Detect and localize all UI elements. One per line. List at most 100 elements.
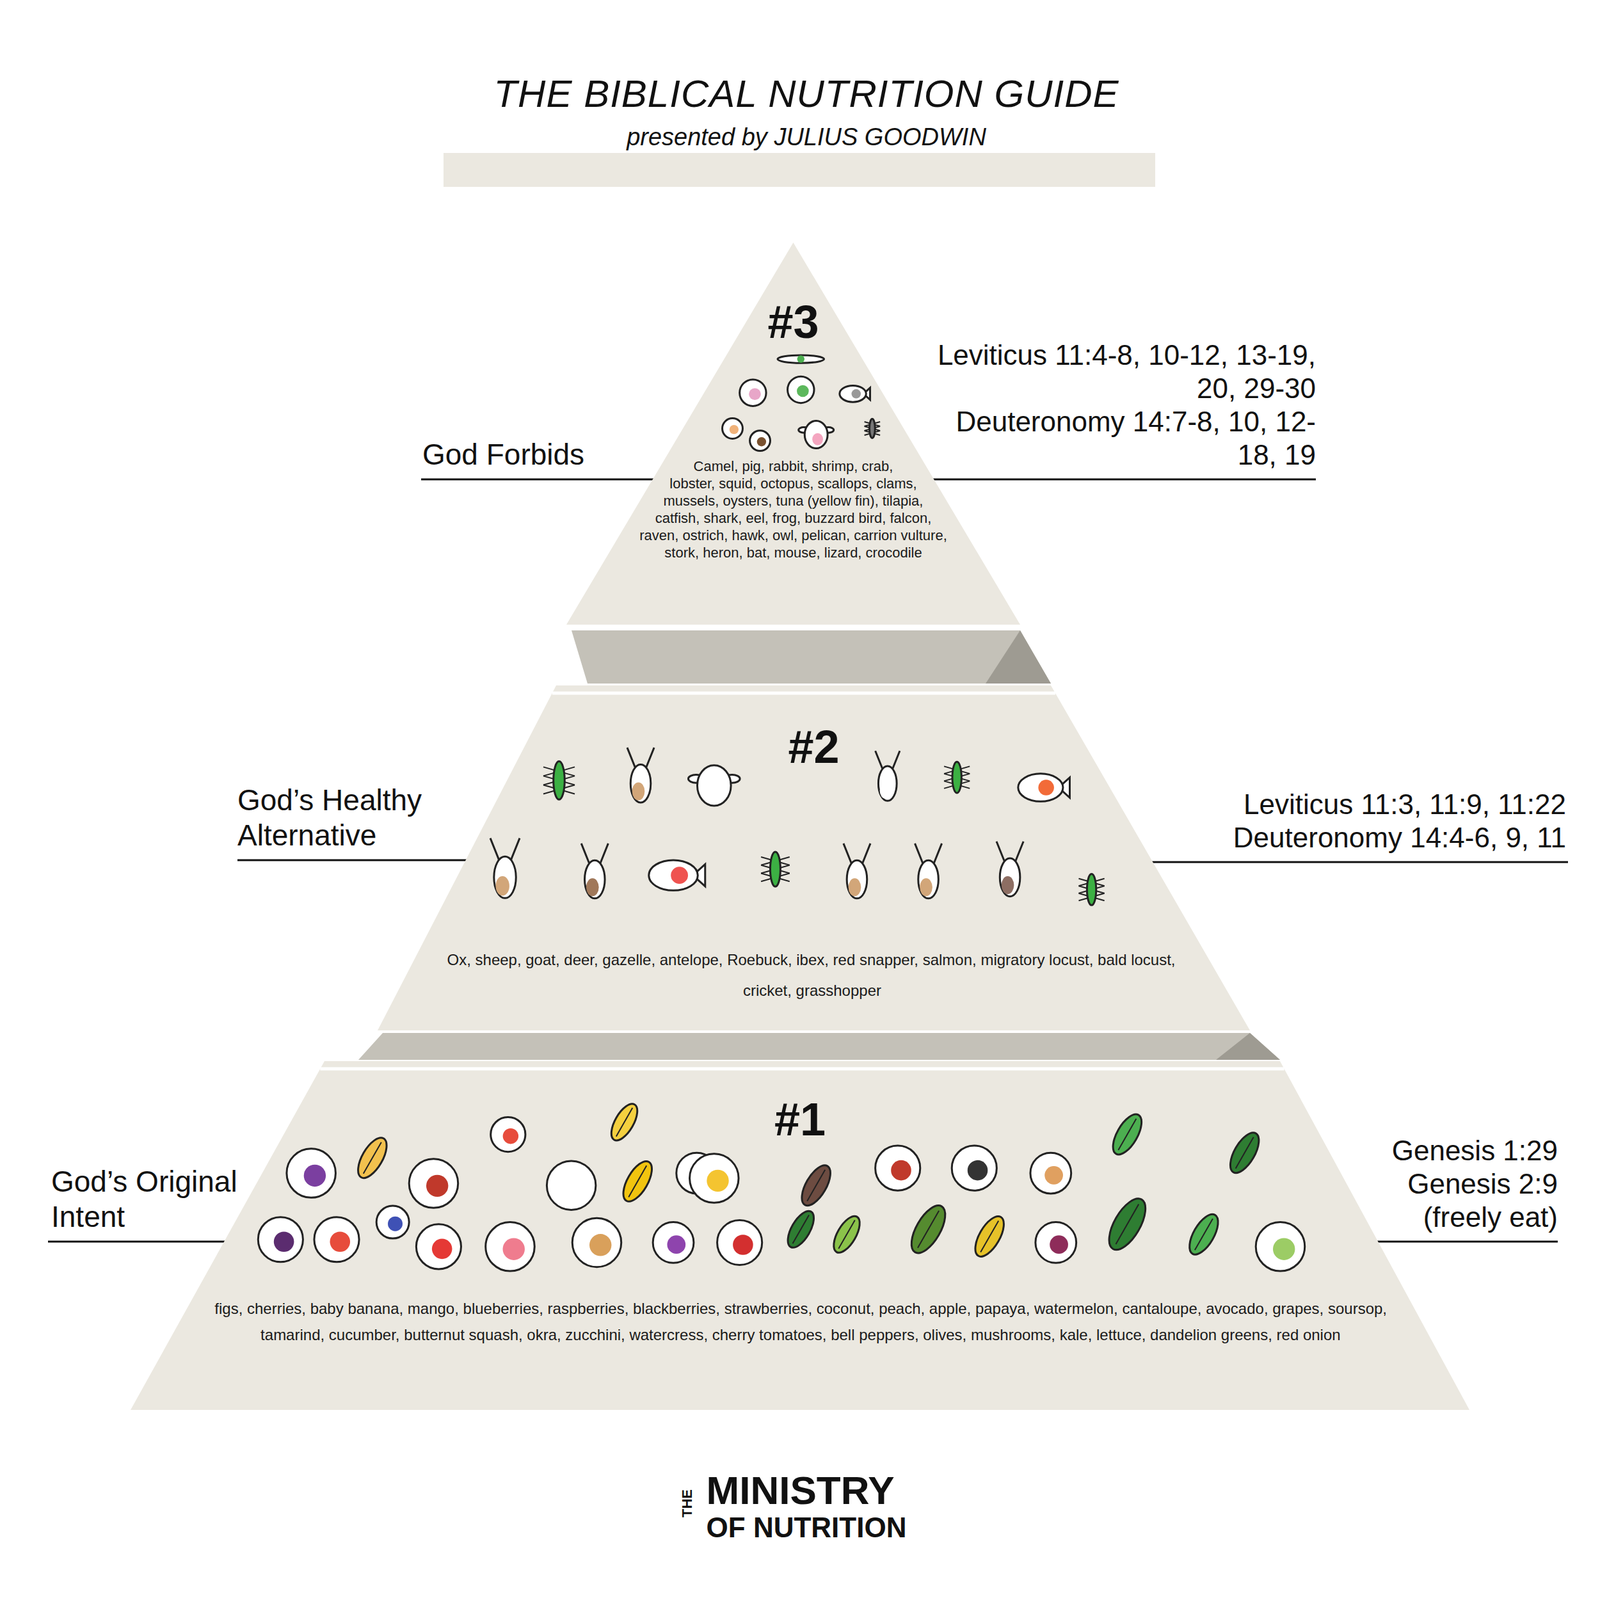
icon-part	[880, 782, 892, 800]
heading-wrap: #3	[566, 298, 1021, 345]
heading-wrap: #1	[130, 1096, 1470, 1143]
icon-part	[1235, 1137, 1254, 1169]
icon-part	[616, 1107, 633, 1137]
edge-float	[130, 1295, 214, 1405]
icon-part	[878, 766, 897, 801]
icon-part	[273, 1231, 295, 1252]
icon-part	[689, 1153, 740, 1204]
icon-part	[807, 1169, 825, 1202]
icon-part	[1224, 1128, 1264, 1178]
food-icons	[722, 355, 881, 452]
icon-part	[1194, 1218, 1213, 1250]
tier-rim	[320, 1067, 1284, 1071]
icon-part	[748, 387, 761, 400]
icon-part	[999, 858, 1021, 897]
label-group: God’s Healthy Alternative	[237, 782, 456, 853]
icon-part	[563, 1176, 586, 1199]
tier-shadow	[985, 630, 1051, 684]
icon-part	[329, 1231, 351, 1252]
side-label: God Forbids	[422, 437, 585, 472]
icon-part	[732, 1234, 754, 1256]
icon-part	[890, 1160, 912, 1181]
label-group: Genesis 1:29Genesis 2:9(freely eat)	[1392, 1134, 1558, 1234]
icon-part	[495, 876, 509, 896]
icon-part	[1255, 1222, 1305, 1272]
subtitle-bar	[443, 152, 1156, 187]
icon-part	[584, 860, 606, 899]
icon-part	[796, 1160, 836, 1211]
side-label: God’s Healthy Alternative	[237, 782, 456, 853]
food-icons	[490, 747, 1105, 905]
icon-part	[632, 782, 646, 800]
logo-word: OF NUTRITION	[706, 1512, 907, 1543]
icon-part	[706, 1169, 729, 1192]
icon-part	[917, 1210, 939, 1248]
icon-part	[708, 783, 725, 802]
tier-fill	[130, 1061, 1470, 1410]
food-list: Camel, pig, rabbit, shrimp, crab, lobste…	[566, 457, 1021, 562]
side-label: Leviticus 11:4-8, 10-12, 13-19, 20, 29-3…	[919, 338, 1316, 406]
side-label: Genesis 2:9	[1392, 1167, 1558, 1201]
icon-part	[589, 1233, 612, 1256]
icon-part	[1184, 1209, 1224, 1259]
icon-part	[1035, 1222, 1077, 1264]
icon-part	[408, 1159, 459, 1209]
icon-part	[804, 421, 828, 449]
icon-part	[286, 1148, 336, 1199]
side-label: Deuteronomy 14:7-8, 10, 12-18, 19	[919, 405, 1316, 472]
icon-part	[796, 385, 809, 398]
icon-part	[617, 1157, 658, 1207]
logo-small-word: THE	[680, 1489, 695, 1518]
icon-part	[739, 379, 767, 406]
edge-float	[377, 944, 441, 1026]
side-label: (freely eat)	[1392, 1200, 1558, 1234]
tier-fill	[377, 685, 1250, 1031]
tier-number: #2	[787, 723, 840, 770]
icon-part	[628, 1165, 647, 1197]
icon-part	[967, 1160, 989, 1181]
icon-part	[1001, 876, 1015, 895]
tier-rim	[552, 691, 1056, 696]
icon-part	[670, 866, 688, 884]
icon-part	[1049, 1235, 1069, 1254]
icon-part	[787, 376, 815, 403]
icon-part	[729, 424, 739, 434]
icon-part	[782, 1207, 820, 1252]
icon-part	[376, 1205, 409, 1239]
icon-part	[1018, 773, 1064, 802]
icon-part	[490, 1116, 526, 1152]
icon-part	[1272, 1237, 1295, 1260]
leader-line	[421, 478, 685, 481]
icon-part	[630, 764, 651, 803]
tier-number: #1	[774, 1096, 826, 1143]
icon-part	[352, 1133, 393, 1183]
leader-line	[908, 478, 1316, 481]
label-group: God’s Original Intent	[51, 1164, 282, 1234]
side-label: Deuteronomy 14:4-6, 9, 11	[1233, 821, 1567, 855]
icon-part	[828, 1212, 866, 1257]
logo: THEMINISTRYOF NUTRITION	[706, 1470, 907, 1543]
icon-part	[648, 860, 699, 891]
icon-part	[757, 437, 767, 447]
icon-part	[416, 1224, 461, 1270]
icon-part	[1044, 1166, 1064, 1185]
icon-part	[1107, 1109, 1147, 1160]
heading-wrap: #2	[377, 723, 1250, 770]
label-group: God Forbids	[422, 437, 585, 472]
icon-part	[503, 1237, 525, 1260]
icon-part	[572, 1217, 622, 1268]
icon-part	[503, 1128, 519, 1144]
text-region: figs, cherries, baby banana, mango, blue…	[130, 1295, 1470, 1405]
title: THE BIBLICAL NUTRITION GUIDE	[0, 71, 1600, 116]
icon-part	[750, 430, 771, 452]
icon-part	[769, 851, 781, 887]
icon-part	[652, 1222, 694, 1264]
icon-part	[363, 1142, 382, 1174]
tier-shadow	[358, 1032, 1280, 1060]
food-list: Ox, sheep, goat, deer, gazelle, antelope…	[377, 944, 1250, 1007]
icon-part	[848, 878, 862, 896]
icon-part	[1030, 1152, 1072, 1194]
icon-part	[304, 1164, 326, 1187]
icon-part	[1102, 1192, 1153, 1256]
